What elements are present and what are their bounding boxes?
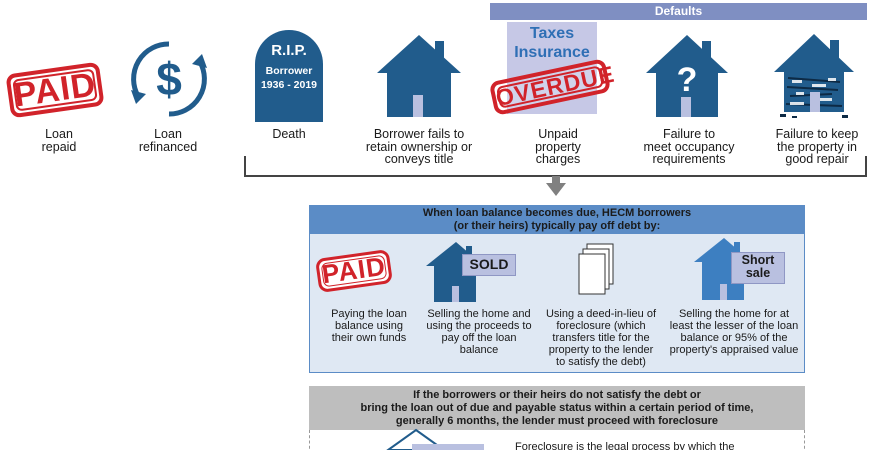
foreclosure-description: Foreclosure is the legal process by whic… (515, 441, 735, 450)
sold-sign (462, 254, 516, 276)
refinance-dollar-icon: $ (131, 41, 207, 117)
house-icon (377, 35, 461, 117)
damaged-house-icon (774, 34, 854, 118)
due-section-header: When loan balance becomes due, HECM borr… (309, 205, 805, 234)
taxes-label: Taxes (529, 25, 575, 42)
paid-small-stamp-text: PAID (319, 250, 388, 290)
insurance-label: Insurance (514, 44, 590, 61)
question-house-icon: ? (646, 35, 728, 117)
foreclosure-house-icon (386, 428, 484, 450)
bracket-connector (244, 156, 867, 196)
foreclosure-section-panel (309, 430, 805, 450)
dollar-symbol: $ (156, 53, 182, 105)
question-mark: ? (677, 61, 698, 99)
taxes-insurance-label: Taxes Insurance (507, 24, 597, 62)
foreclosure-section-header: If the borrowers or their heirs do not s… (309, 386, 805, 430)
deed-documents-icon (578, 243, 614, 295)
tombstone-years: 1936 - 2019 (260, 79, 318, 91)
caption-death: Death (272, 127, 306, 141)
tombstone-rip: R.I.P. (271, 42, 307, 59)
tombstone-name: Borrower (265, 65, 313, 77)
taxes-insurance-box (507, 22, 597, 114)
tombstone-icon: R.I.P. Borrower 1936 - 2019 (255, 30, 323, 122)
defaults-bar: Defaults (490, 3, 867, 20)
sold-sign-text: SOLD (469, 256, 509, 272)
short-sale-sign (731, 252, 785, 284)
